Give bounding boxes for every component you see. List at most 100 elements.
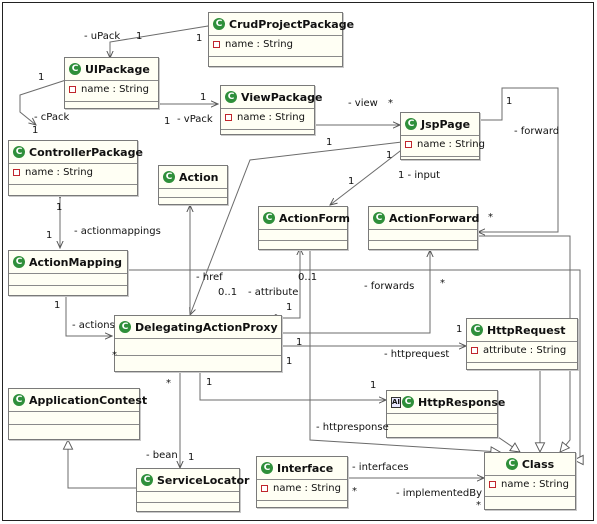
label-attribute: - attribute: [248, 287, 299, 298]
edge-actions: [66, 296, 112, 336]
attribute-icon: [13, 168, 20, 176]
class-icon: C: [405, 118, 417, 130]
class-icon: C: [141, 474, 153, 486]
attribute-text: name : String: [417, 139, 485, 150]
operations-section: [209, 56, 342, 66]
attribute-icon: [471, 346, 478, 354]
label-bean-mult: 1: [188, 452, 195, 463]
attribute-text: name : String: [25, 167, 93, 178]
operations-section: [221, 129, 314, 139]
attribute-icon: [489, 480, 496, 488]
label-href: - href: [196, 272, 223, 283]
class-name: Interface: [277, 461, 334, 475]
class-view-package[interactable]: C ViewPackage name : String: [220, 85, 323, 135]
label-view: - view: [348, 98, 378, 109]
operations-section: [115, 355, 281, 370]
attribute-row: name : String: [209, 35, 342, 56]
operations-section: [369, 240, 477, 249]
class-header: C ViewPackage: [221, 86, 323, 108]
attribute-row: name : String: [221, 108, 314, 129]
label-forwards: - forwards: [364, 281, 415, 292]
label-actions: - actions: [72, 320, 115, 331]
label-forward-mult: 1: [506, 96, 513, 107]
label-cpack: - cPack: [34, 112, 70, 123]
class-name: CrudProjectPackage: [229, 17, 355, 31]
class-icon: C: [263, 212, 275, 224]
label-href-mult: 0..1: [218, 287, 238, 298]
attribute-icon: [69, 85, 76, 93]
class-header: C JspPage: [401, 113, 479, 135]
operations-section: [257, 500, 347, 509]
attributes-section: [159, 188, 227, 197]
operations-section: [387, 424, 497, 433]
class-icon: C: [119, 321, 131, 333]
attribute-text: name : String: [237, 112, 305, 123]
label-vpack: - vPack: [177, 114, 213, 125]
attribute-text: name : String: [501, 479, 569, 490]
label-interfaces: - interfaces: [352, 462, 409, 473]
class-name: DelegatingActionProxy: [135, 320, 278, 334]
label-upack-mult: 1: [136, 31, 143, 42]
label-actionmappings: - actionmappings: [74, 226, 161, 237]
attribute-text: attribute : String: [483, 345, 567, 356]
attributes-section: [9, 411, 139, 424]
operations-section: [259, 240, 347, 249]
label-input: 1 - input: [398, 170, 441, 181]
label-am-mult: 1: [46, 230, 53, 241]
edge-jsp-dap: [190, 141, 403, 315]
operations-section: [65, 101, 158, 111]
class-jsp-page[interactable]: C JspPage name : String: [400, 112, 485, 160]
edge-forwards: [282, 250, 430, 333]
class-action-forward[interactable]: C ActionForward: [368, 206, 480, 250]
attribute-icon: [213, 40, 220, 48]
class-delegating-action-proxy[interactable]: C DelegatingActionProxy: [114, 315, 282, 372]
interface-badge-icon: AI: [391, 396, 402, 408]
class-icon: C: [225, 91, 237, 103]
edge-forward: [478, 87, 559, 232]
attribute-icon: [261, 484, 268, 492]
edge-httpresponse: [199, 372, 386, 400]
attributes-section: [9, 273, 127, 285]
label-dap-mult: 1: [286, 302, 293, 313]
label-implementedby-star: *: [476, 500, 481, 511]
operations-section: [467, 362, 577, 371]
class-name: ActionForward: [389, 211, 480, 225]
label-am-mult: 1: [56, 202, 63, 213]
attributes-section: [369, 229, 477, 240]
edge-cpack: [19, 80, 66, 125]
label-actions-mult: 1: [54, 300, 61, 311]
operations-section: [9, 424, 139, 435]
class-icon: C: [373, 212, 385, 224]
attribute-row: name : String: [401, 135, 485, 156]
class-icon: C: [13, 394, 25, 406]
class-name: HttpResponse: [418, 395, 506, 409]
label-httpresponse: - httpresponse: [316, 422, 389, 433]
operations-section: [159, 197, 227, 204]
class-name: ViewPackage: [241, 90, 323, 104]
class-name: UIPackage: [85, 62, 150, 76]
edge-appcontext: [68, 440, 136, 489]
attribute-row: name : String: [9, 163, 137, 184]
label-hres-mult: 1: [206, 377, 213, 388]
class-name: JspPage: [421, 117, 471, 131]
